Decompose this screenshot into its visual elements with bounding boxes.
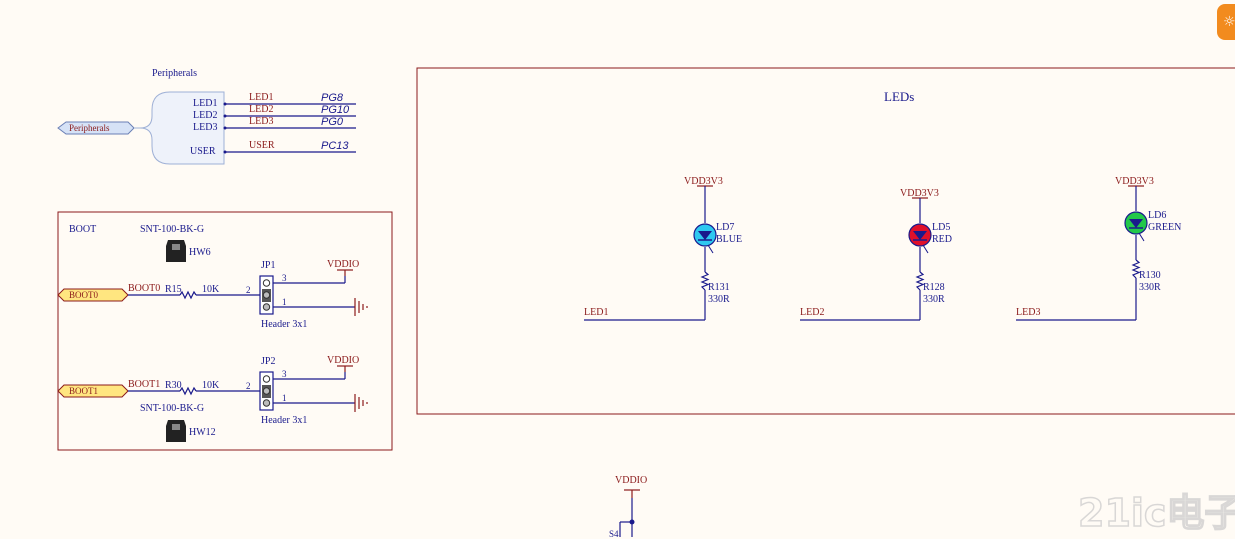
jumper-part-bottom: SNT-100-BK-G [140,403,205,414]
jp1-label: JP1 [261,260,276,271]
feedback-button[interactable]: ☼ [1217,4,1235,40]
vddio-label-1: VDDIO [327,259,360,270]
pin-led3: LED3 [193,122,218,133]
leds-title: LEDs [884,89,915,104]
ground-symbol-1 [354,298,368,316]
resistor [915,271,925,291]
peripherals-port-label: Peripherals [69,123,110,133]
ground-symbol-2 [354,394,368,412]
net-led1: LED1 [249,92,274,103]
r30-value: 10K [202,380,220,391]
light-arrow [922,244,929,254]
vddio-label-bottom: VDDIO [615,475,648,486]
led2-res-value: 330R [923,294,945,305]
jp1-pin1: 1 [282,297,287,307]
supply-label-2: VDD3V3 [900,188,939,199]
resistor [700,271,710,291]
r15-label: R15 [165,284,182,295]
jumper-part-top: SNT-100-BK-G [140,224,205,235]
led3-color: GREEN [1148,222,1182,233]
jp2-header: Header 3x1 [261,415,308,426]
boot1-port-label: BOOT1 [69,386,98,396]
led1-res-value: 330R [708,294,730,305]
light-arrow [707,244,714,254]
led2-ref: LD5 [932,222,951,233]
resistor [1131,259,1141,279]
led2-net: LED2 [800,307,825,318]
peripheral-wires [226,103,356,153]
jp2-label: JP2 [261,356,276,367]
led2-color: RED [932,234,952,245]
led3-ref: LD6 [1148,210,1167,221]
switch-label: S4 [609,529,619,539]
led3-net: LED3 [1016,307,1041,318]
led1-color: BLUE [716,234,743,245]
led-circuits [584,185,1148,321]
jumper-cap-icon [166,420,186,442]
port-pg10: PG10 [321,104,350,116]
pin-led2: LED2 [193,110,218,121]
net-user: USER [249,140,275,151]
vddio-label-2: VDDIO [327,355,360,366]
hw-top-label: HW6 [189,247,211,258]
boot-title: BOOT [69,224,97,235]
light-arrow [1138,232,1145,242]
leds-frame [416,67,1235,415]
r30-label: R30 [165,380,182,391]
pin-led1: LED1 [193,98,218,109]
led3-res: R130 [1139,270,1161,281]
jp1-pin3: 3 [282,273,287,283]
led1-ref: LD7 [716,222,735,233]
port-pc13: PC13 [321,140,349,152]
peripherals-title: Peripherals [152,68,197,79]
diode-triangle [913,231,927,240]
boot0-net-label: BOOT0 [128,283,161,294]
led2-res: R128 [923,282,945,293]
jp2-pins [262,375,271,407]
boot1-net-label: BOOT1 [128,379,161,390]
jumper-cap-icon [166,240,186,262]
led3-res-value: 330R [1139,282,1161,293]
peripherals-sheet-symbol[interactable] [139,91,225,165]
pin-user: USER [190,146,216,157]
jp1-header: Header 3x1 [261,319,308,330]
r15-value: 10K [202,284,220,295]
jp1-pins [262,279,271,311]
net-led2: LED2 [249,104,274,115]
diode-triangle [698,231,712,240]
hw-bottom-label: HW12 [189,427,216,438]
supply-label-1: VDD3V3 [684,176,723,187]
boot-frame [57,211,393,451]
port-pg8: PG8 [321,92,344,104]
port-pg0: PG0 [321,116,344,128]
jp2-pin2: 2 [246,381,251,391]
diode-triangle [1129,219,1143,228]
supply-label-3: VDD3V3 [1115,176,1154,187]
led1-net: LED1 [584,307,609,318]
jp2-pin3: 3 [282,369,287,379]
jp1-pin2: 2 [246,285,251,295]
sun-icon: ☼ [1223,14,1235,30]
jp2-pin1: 1 [282,393,287,403]
boot0-port-label: BOOT0 [69,290,98,300]
net-led3: LED3 [249,116,274,127]
watermark: 21ic电子网 [1078,491,1235,535]
led1-res: R131 [708,282,730,293]
